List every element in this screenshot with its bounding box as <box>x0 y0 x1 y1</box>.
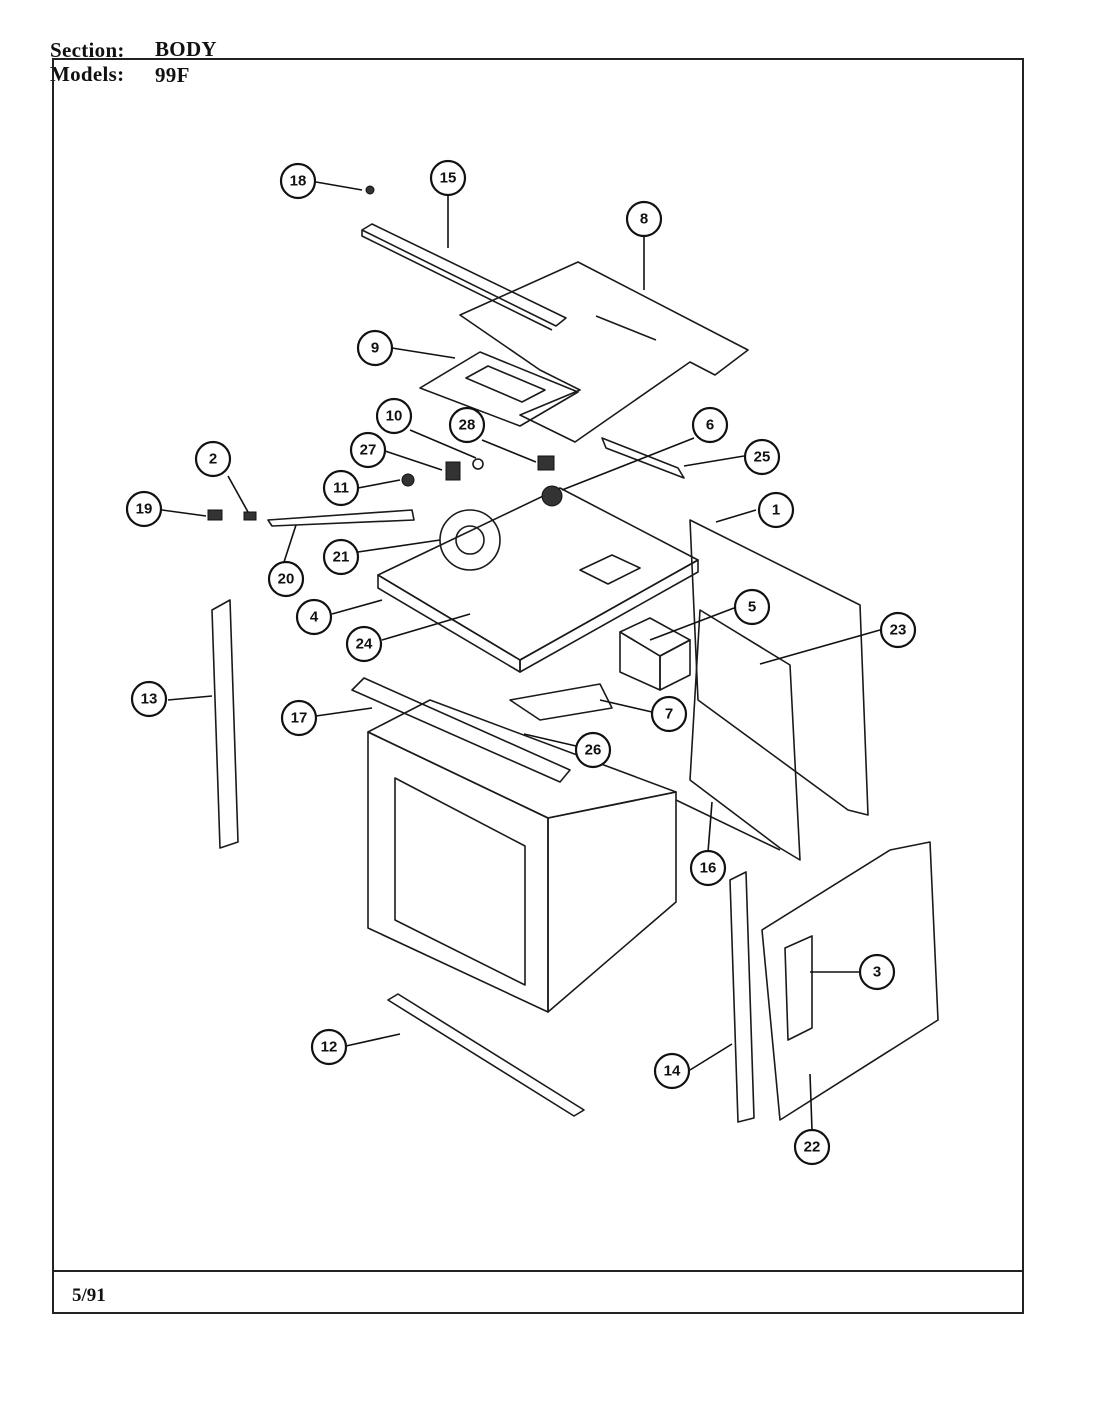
models-label: Models: <box>50 62 125 86</box>
svg-text:21: 21 <box>333 549 350 566</box>
svg-text:28: 28 <box>459 417 476 434</box>
part-27-clip <box>445 461 461 481</box>
callout-9: 9 <box>356 329 394 367</box>
svg-text:15: 15 <box>440 170 457 187</box>
svg-text:4: 4 <box>310 609 319 626</box>
part-8-top-panel <box>459 261 749 443</box>
callout-20: 20 <box>267 560 305 598</box>
part-18-screw <box>365 185 375 195</box>
callout-15: 15 <box>429 159 467 197</box>
callout-8: 8 <box>625 200 663 238</box>
part-23-insulation <box>689 609 801 861</box>
callout-14: 14 <box>653 1052 691 1090</box>
svg-text:20: 20 <box>278 571 295 588</box>
part-15-top-rail <box>361 223 567 331</box>
svg-text:11: 11 <box>333 480 349 497</box>
part-6-motor <box>541 485 563 507</box>
svg-text:17: 17 <box>291 710 308 727</box>
callout-7: 7 <box>650 695 688 733</box>
svg-text:12: 12 <box>321 1039 338 1056</box>
svg-text:3: 3 <box>873 964 881 981</box>
part-16-panel <box>675 799 781 851</box>
callout-28: 28 <box>448 406 486 444</box>
part-13-left-trim <box>211 599 239 849</box>
svg-text:24: 24 <box>356 636 373 653</box>
part-11-nut <box>401 473 415 487</box>
svg-text:27: 27 <box>360 442 377 459</box>
part-25-bracket <box>601 437 685 479</box>
svg-text:16: 16 <box>700 860 717 877</box>
svg-text:19: 19 <box>136 501 153 518</box>
svg-text:26: 26 <box>585 742 602 759</box>
callout-18: 18 <box>279 162 317 200</box>
callout-27: 27 <box>349 431 387 469</box>
callout-23: 23 <box>879 611 917 649</box>
part-17-front-rail <box>351 677 571 783</box>
svg-text:5: 5 <box>748 599 756 616</box>
svg-text:13: 13 <box>141 691 158 708</box>
svg-text:14: 14 <box>664 1063 681 1080</box>
part-7-duct <box>509 683 613 721</box>
callout-22: 22 <box>793 1128 831 1166</box>
revision-date: 5/91 <box>72 1285 106 1306</box>
callout-12: 12 <box>310 1028 348 1066</box>
part-20-rod <box>267 509 415 527</box>
part-14-right-trim <box>729 871 755 1123</box>
svg-text:8: 8 <box>640 211 648 228</box>
svg-text:18: 18 <box>290 173 307 190</box>
diagram-frame <box>52 58 1024 1314</box>
callout-25: 25 <box>743 438 781 476</box>
footer-divider <box>52 1270 1022 1272</box>
models-value: 99F <box>155 63 190 87</box>
part-10-washer <box>472 458 484 470</box>
part-5-box <box>619 617 691 691</box>
part-2-clip <box>243 511 257 521</box>
callout-11: 11 <box>322 469 360 507</box>
callout-2: 2 <box>194 440 232 478</box>
callout-19: 19 <box>125 490 163 528</box>
callout-24: 24 <box>345 625 383 663</box>
svg-text:22: 22 <box>804 1139 821 1156</box>
callout-4: 4 <box>295 598 333 636</box>
part-1-side-panel <box>689 519 869 816</box>
svg-text:9: 9 <box>371 340 379 357</box>
part-21-fan <box>439 509 501 571</box>
svg-text:2: 2 <box>209 451 217 468</box>
svg-text:1: 1 <box>772 502 780 519</box>
callout-3: 3 <box>858 953 896 991</box>
callout-10: 10 <box>375 397 413 435</box>
callout-26: 26 <box>574 731 612 769</box>
part-9-plate <box>419 351 579 427</box>
callout-17: 17 <box>280 699 318 737</box>
part-12-bottom-rail <box>387 993 585 1117</box>
callout-1: 1 <box>757 491 795 529</box>
svg-text:6: 6 <box>706 417 714 434</box>
part-28-clip <box>537 455 555 471</box>
callout-16: 16 <box>689 849 727 887</box>
svg-text:10: 10 <box>386 408 403 425</box>
callout-5: 5 <box>733 588 771 626</box>
svg-text:23: 23 <box>890 622 907 639</box>
oven-cavity <box>367 699 677 1013</box>
part-4-24-top-frame <box>377 487 699 673</box>
part-19-clip <box>207 509 223 521</box>
callout-21: 21 <box>322 538 360 576</box>
leader-lines <box>161 181 881 1131</box>
callout-6: 6 <box>691 406 729 444</box>
part-3-22-control-bracket <box>761 841 939 1121</box>
callout-13: 13 <box>130 680 168 718</box>
svg-text:25: 25 <box>754 449 771 466</box>
svg-text:7: 7 <box>665 706 673 723</box>
section-value: BODY <box>155 37 217 61</box>
